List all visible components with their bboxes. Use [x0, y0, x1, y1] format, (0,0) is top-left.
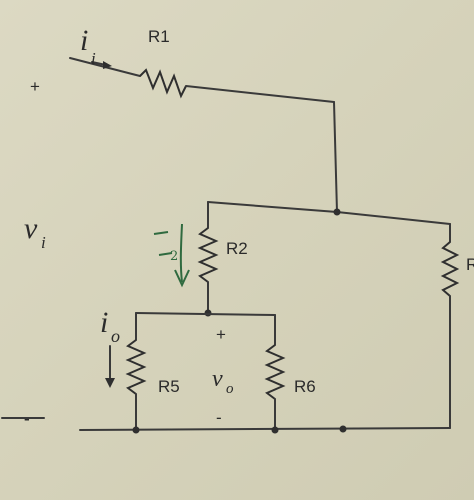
label-r1: R1: [148, 27, 170, 46]
resistor-r1: [139, 68, 187, 99]
arrow-down-icon: [105, 378, 115, 388]
polarity-input-plus: +: [30, 77, 40, 96]
wire-bottom-bus: [79, 427, 451, 431]
label-r4: R: [466, 255, 474, 274]
junction-node-vo: [204, 309, 212, 317]
polarity-output-plus: +: [216, 325, 226, 344]
symbol-output-current-sub: o: [111, 326, 120, 346]
handwritten-i-top-bar: [153, 231, 169, 235]
handwritten-current-arrow-line: [179, 223, 183, 283]
wire-mid-bus: [135, 312, 276, 316]
symbol-output-voltage-sub: o: [226, 381, 234, 397]
wire-top-bus-left: [207, 201, 338, 213]
resistor-r2: [197, 227, 219, 283]
symbol-input-current-sub: i: [91, 49, 96, 68]
junction-node-bottom-right: [339, 425, 347, 433]
symbol-input-current: i: [80, 24, 88, 57]
symbol-input-voltage: v: [24, 212, 38, 245]
symbol-branch-current-sub: 2: [170, 249, 178, 264]
junction-node-bottom-mid: [271, 426, 279, 434]
wire-r1-right: [185, 85, 335, 103]
junction-node-top: [333, 208, 341, 216]
symbol-output-current: i: [100, 306, 108, 339]
arrow-right-icon: [103, 61, 112, 69]
label-r6: R6: [294, 377, 316, 396]
label-r5: R5: [158, 377, 180, 396]
resistor-r4: [440, 241, 460, 297]
label-r2: R2: [226, 239, 248, 258]
handwritten-i-bottom-bar: [158, 252, 173, 256]
resistor-r6: [264, 344, 286, 400]
handwritten-arrow-down-icon: [174, 269, 190, 288]
wire-top-bus-right: [336, 211, 451, 225]
junction-node-bottom-left: [132, 426, 140, 434]
symbol-output-voltage: v: [212, 366, 223, 392]
polarity-output-minus: -: [216, 408, 222, 427]
symbol-input-voltage-sub: i: [41, 233, 46, 252]
resistor-r5: [125, 339, 147, 395]
wire-r1-down: [333, 101, 338, 213]
